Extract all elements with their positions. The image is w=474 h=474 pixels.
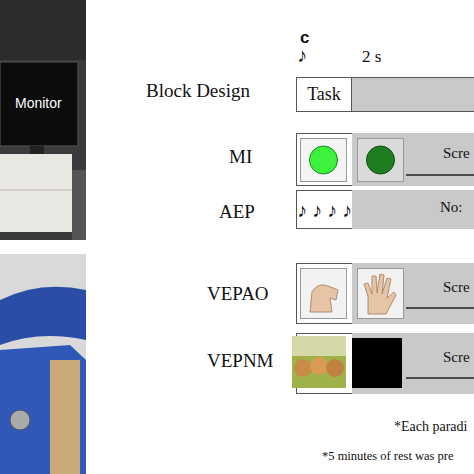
row-label: VEPNM	[207, 350, 274, 372]
dog-head	[326, 359, 344, 377]
image-square	[301, 269, 347, 319]
duration-label: 2 s	[362, 47, 381, 67]
room-photo	[0, 0, 86, 240]
rest-band	[352, 77, 474, 112]
screen-period-band: Scre	[352, 263, 474, 324]
chair-photo	[0, 254, 86, 474]
chair-seat	[0, 345, 86, 474]
node-text: Scre	[443, 279, 470, 296]
node-text: Task	[297, 84, 351, 105]
chair-frame	[50, 360, 80, 474]
chair-back	[72, 170, 86, 240]
dog-photo-sky	[292, 336, 346, 356]
dog-head	[310, 357, 328, 375]
node-text: Scre	[443, 145, 470, 162]
footnote: *5 minutes of rest was pre	[322, 449, 454, 464]
monitor-stand	[30, 146, 44, 154]
screen-period-band: Scre	[352, 133, 474, 186]
cabinet	[0, 154, 72, 232]
note-symbol: ♪	[297, 44, 307, 67]
node-text: Scre	[443, 349, 470, 366]
row-outline	[297, 264, 474, 324]
room-wall	[0, 0, 86, 60]
row-label: AEP	[219, 201, 255, 223]
closed-hand	[310, 285, 338, 312]
cabinet-line	[0, 190, 72, 191]
monitor-label: Monitor	[15, 95, 62, 111]
monitor-screen	[0, 62, 78, 146]
noise-period-band: No:	[352, 190, 474, 229]
row-outline	[297, 334, 474, 394]
row-label: MI	[229, 146, 252, 168]
footnote: *Each paradi	[394, 419, 467, 435]
task-box: Task	[296, 77, 352, 112]
bright-green-circle	[310, 146, 338, 174]
node-text: No:	[440, 199, 463, 216]
screen-period-band: Scre	[352, 333, 474, 394]
device-knob	[10, 410, 30, 430]
chair-headrest	[0, 287, 86, 345]
note-symbols: ♪ ♪ ♪ ♪	[297, 199, 352, 222]
dog-head	[294, 359, 312, 377]
row-outline	[297, 191, 474, 229]
row-label: VEPAO	[207, 283, 269, 305]
cue-square	[301, 139, 347, 182]
row-outline	[297, 134, 474, 186]
row-label: Block Design	[146, 80, 250, 102]
dog-photo	[292, 336, 346, 388]
